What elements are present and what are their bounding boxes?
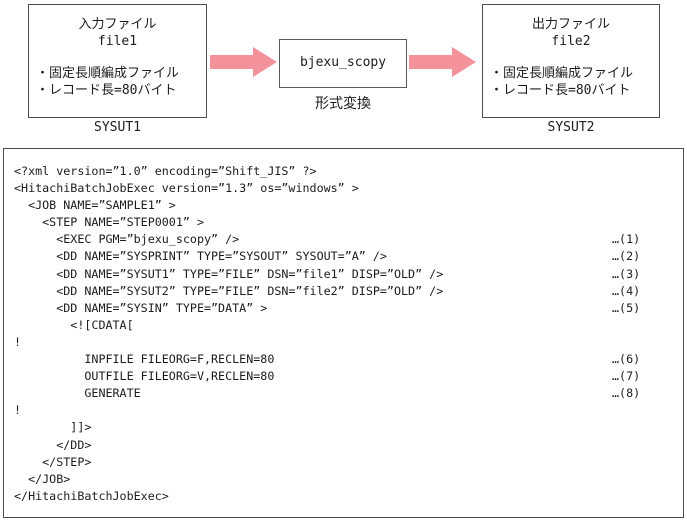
input-file-name: file1	[97, 33, 138, 49]
output-file-attr-org: ・固定長順編成ファイル	[490, 66, 634, 81]
code-line-text: ]]>	[14, 420, 92, 435]
flow-arrow-left-icon	[210, 47, 277, 77]
code-line-annotation: …(3)	[612, 266, 641, 281]
code-line-text: </HitachiBatchJobExec>	[14, 488, 169, 503]
code-line: </STEP>	[14, 454, 683, 471]
arrow-head	[452, 47, 476, 77]
input-file-box: 入力ファイル file1 ・固定長順編成ファイル ・レコード長=80バイト	[28, 4, 207, 118]
code-line: GENERATE …(8)	[14, 385, 683, 402]
code-line: <?xml version=”1.0” encoding=”Shift_JIS”…	[14, 163, 683, 180]
output-file-title: 出力ファイル	[531, 17, 610, 32]
code-line-text: <HitachiBatchJobExec version=”1.3” os=”w…	[14, 181, 359, 196]
output-file-name: file2	[551, 33, 591, 49]
flow-arrow-right-icon	[409, 47, 476, 77]
input-file-attr-reclen: ・レコード長=80バイト	[36, 82, 177, 98]
code-line-annotation: …(5)	[612, 300, 641, 315]
code-line-text: <JOB NAME=”SAMPLE1” >	[14, 198, 176, 213]
output-dd-caption: SYSUT2	[547, 120, 595, 135]
code-listing: <?xml version=”1.0” encoding=”Shift_JIS”…	[3, 148, 684, 518]
code-line-text: <DD NAME=”SYSIN” TYPE=”DATA” >	[14, 300, 268, 315]
code-line-text: !	[14, 403, 22, 418]
code-line-text: <EXEC PGM=”bjexu_scopy” />	[14, 232, 240, 247]
code-line: !	[14, 402, 683, 419]
code-line-annotation: …(7)	[612, 369, 641, 384]
code-line: <DD NAME=”SYSUT2” TYPE=”FILE” DSN=”file2…	[14, 283, 683, 300]
code-line-text: GENERATE	[14, 386, 141, 401]
code-line-annotation: …(8)	[612, 386, 641, 401]
code-line-text: <STEP NAME=”STEP0001” >	[14, 215, 204, 230]
code-line-text: INPFILE FILEORG=F,RECLEN=80	[14, 352, 275, 367]
code-line-text: OUTFILE FILEORG=V,RECLEN=80	[14, 369, 275, 384]
code-line: </JOB>	[14, 471, 683, 488]
arrow-shaft	[210, 55, 253, 69]
code-line: <![CDATA[	[14, 317, 683, 334]
code-line-text: <DD NAME=”SYSUT2” TYPE=”FILE” DSN=”file2…	[14, 283, 444, 298]
code-line: <HitachiBatchJobExec version=”1.3” os=”w…	[14, 180, 683, 197]
code-line: <DD NAME=”SYSPRINT” TYPE=”SYSOUT” SYSOUT…	[14, 248, 683, 265]
output-file-attr-reclen: ・レコード長=80バイト	[490, 82, 631, 98]
code-line-annotation: …(4)	[612, 283, 641, 298]
code-line: </HitachiBatchJobExec>	[14, 488, 683, 505]
process-program-name: bjexu_scopy	[299, 55, 387, 71]
input-dd-caption: SYSUT1	[94, 120, 141, 135]
code-line-text: !	[14, 334, 22, 349]
output-file-box: 出力ファイル file2 ・固定長順編成ファイル ・レコード長=80バイト	[482, 4, 660, 118]
process-caption: 形式変換	[315, 96, 371, 112]
code-line-text: </STEP>	[14, 454, 92, 469]
code-line-text: <![CDATA[	[14, 317, 134, 332]
code-line: <JOB NAME=”SAMPLE1” >	[14, 197, 683, 214]
code-line-annotation: …(6)	[612, 352, 641, 367]
code-line-text: <?xml version=”1.0” encoding=”Shift_JIS”…	[14, 164, 317, 178]
code-line: !	[14, 334, 683, 351]
code-line-annotation: …(2)	[612, 249, 641, 264]
code-line: ]]>	[14, 419, 683, 436]
code-line: <EXEC PGM=”bjexu_scopy” /> …(1)	[14, 231, 683, 248]
code-line-text: </JOB>	[14, 471, 71, 486]
code-line-text: <DD NAME=”SYSUT1” TYPE=”FILE” DSN=”file1…	[14, 266, 444, 281]
code-line: INPFILE FILEORG=F,RECLEN=80 …(6)	[14, 351, 683, 368]
arrow-head	[253, 47, 277, 77]
arrow-shaft	[409, 55, 452, 69]
code-line-text: <DD NAME=”SYSPRINT” TYPE=”SYSOUT” SYSOUT…	[14, 249, 387, 264]
input-file-attr-org: ・固定長順編成ファイル	[36, 66, 180, 81]
code-line: <STEP NAME=”STEP0001” >	[14, 214, 683, 231]
input-file-title: 入力ファイル	[78, 17, 157, 32]
process-box: bjexu_scopy	[279, 39, 407, 88]
code-line-annotation: …(1)	[612, 232, 641, 247]
code-line-text: </DD>	[14, 437, 92, 452]
code-line: <DD NAME=”SYSUT1” TYPE=”FILE” DSN=”file1…	[14, 266, 683, 283]
code-line: OUTFILE FILEORG=V,RECLEN=80 …(7)	[14, 368, 683, 385]
code-line: <DD NAME=”SYSIN” TYPE=”DATA” > …(5)	[14, 300, 683, 317]
code-line: </DD>	[14, 437, 683, 454]
